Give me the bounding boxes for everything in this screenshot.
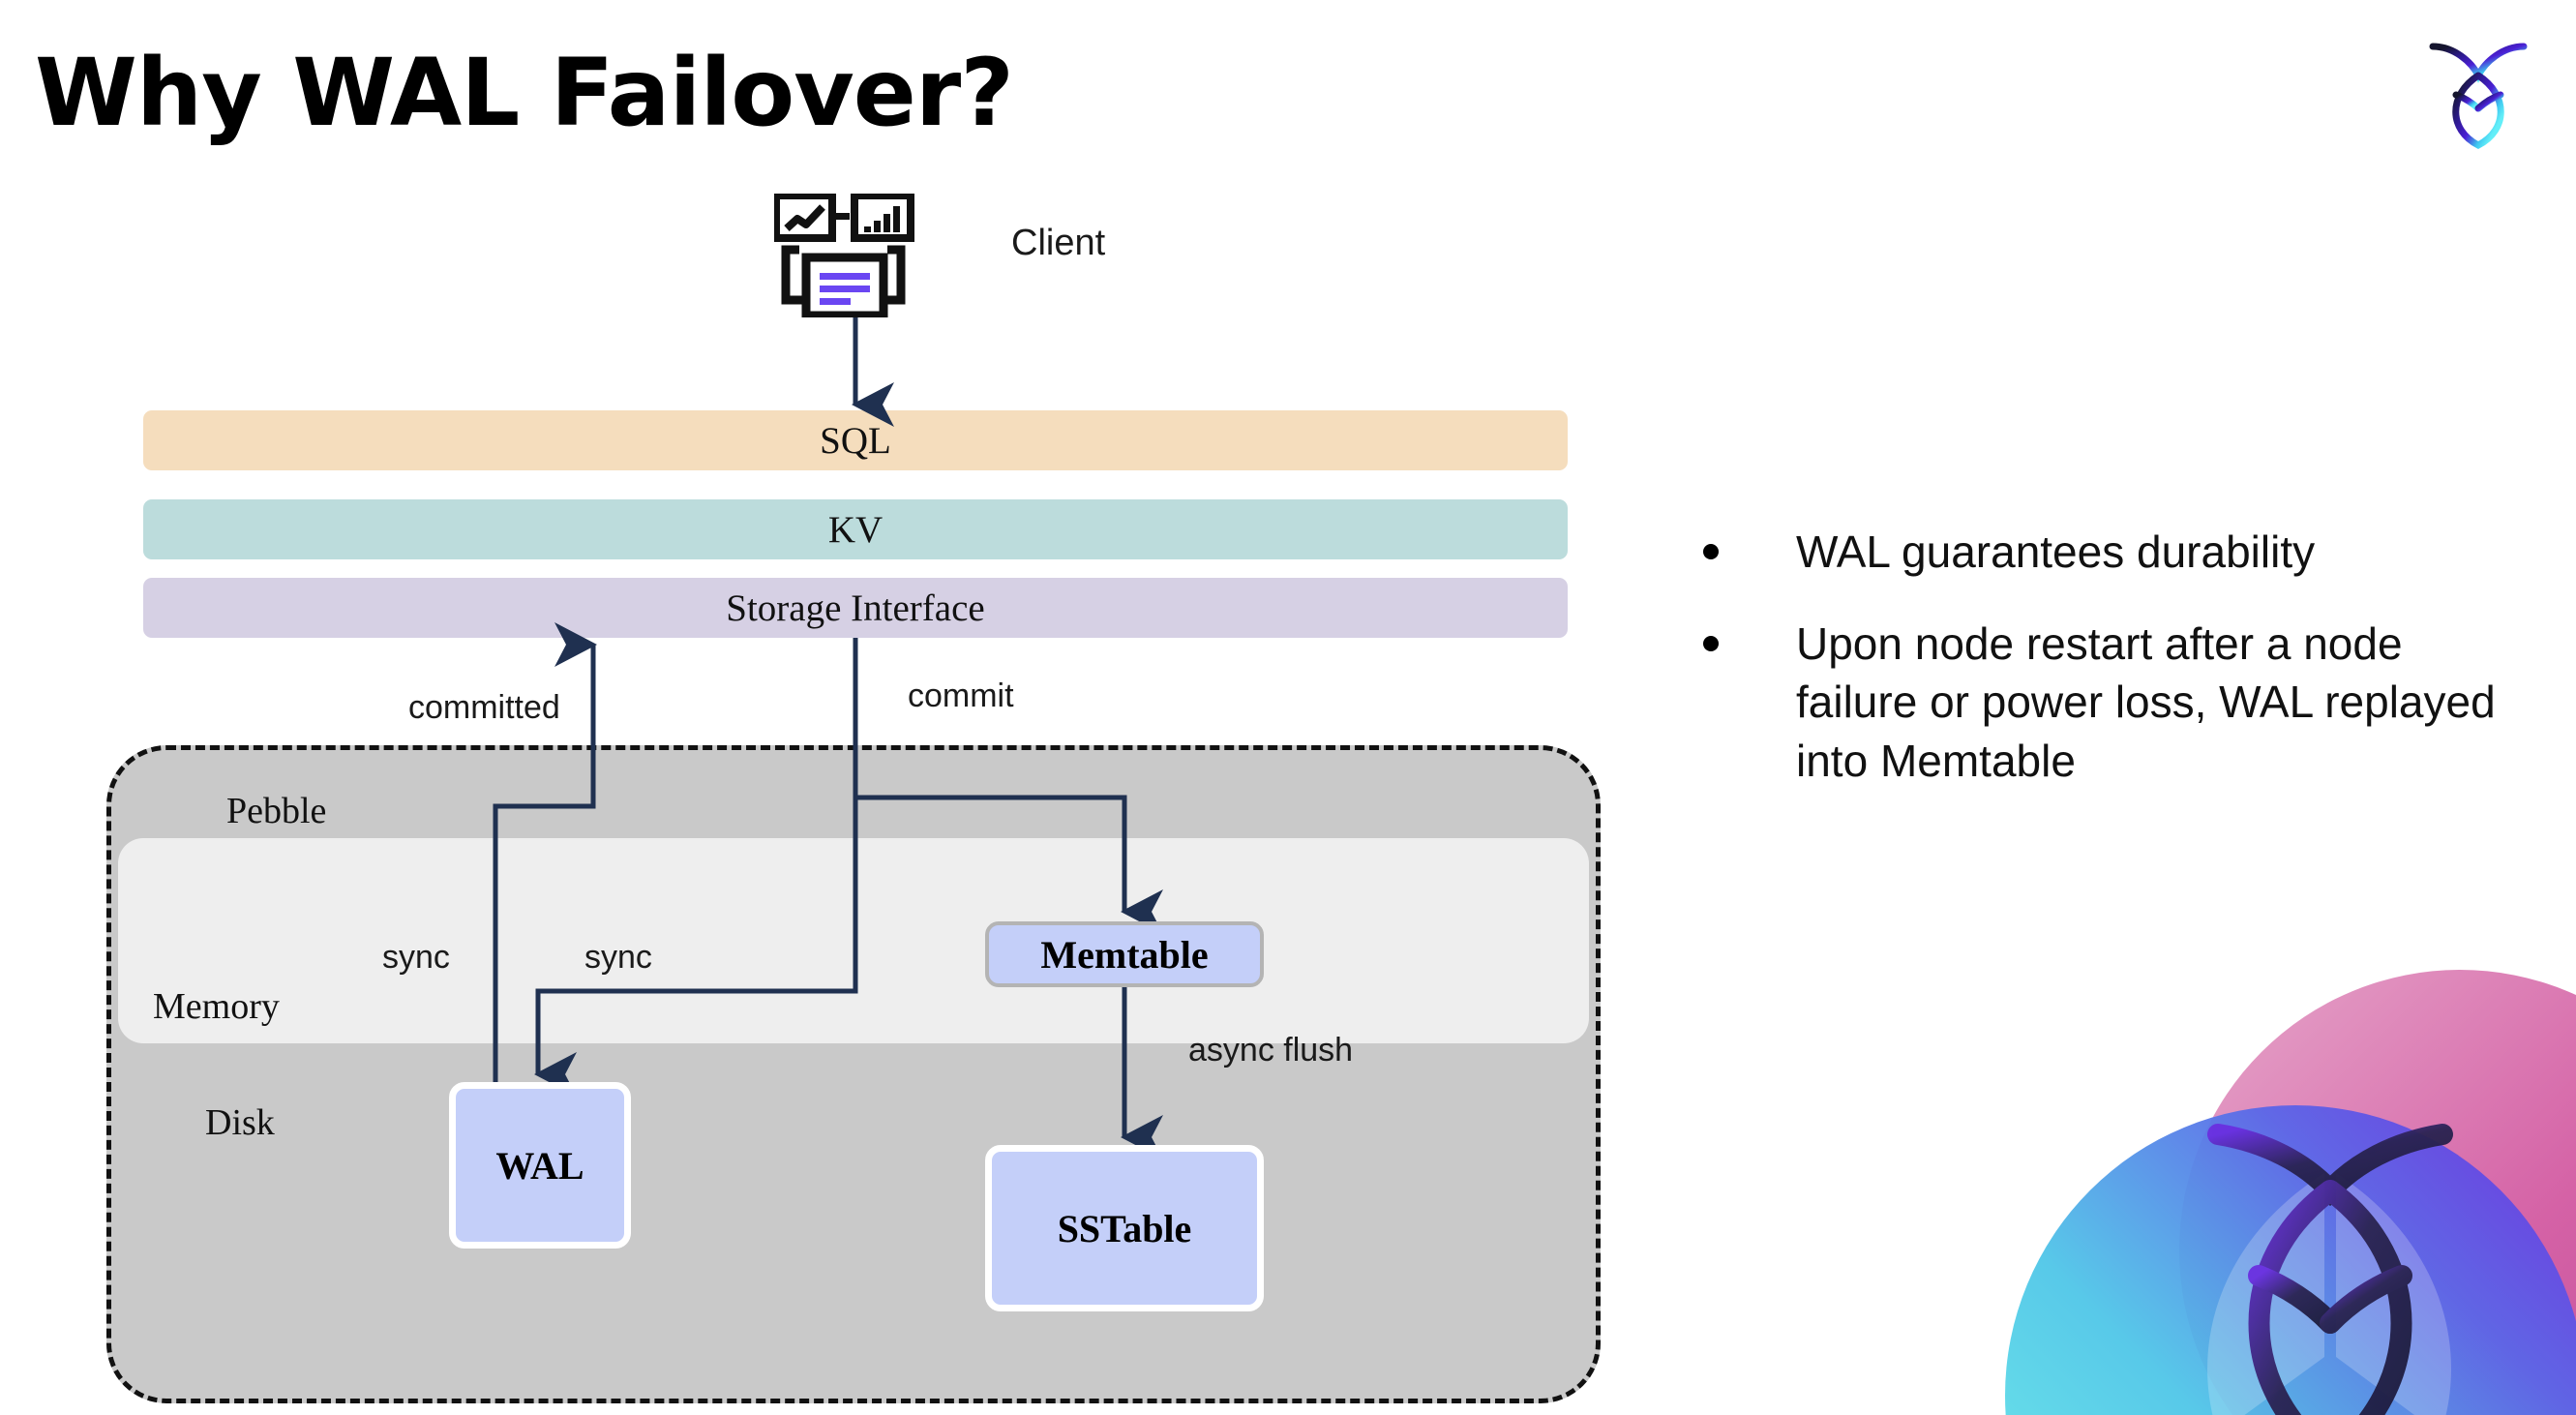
bullet-list: WAL guarantees durability Upon node rest… (1703, 523, 2526, 824)
layer-label-storage-interface: Storage Interface (726, 587, 985, 629)
memory-label: Memory (153, 986, 280, 1027)
list-item: Upon node restart after a node failure o… (1703, 615, 2526, 791)
bullet-dot-icon (1703, 544, 1719, 559)
node-sstable: SSTable (985, 1145, 1264, 1311)
list-item: WAL guarantees durability (1703, 523, 2526, 582)
node-label-sstable: SSTable (1057, 1206, 1192, 1250)
edge-label-committed: committed (408, 689, 560, 726)
layer-label-kv: KV (827, 508, 884, 551)
memory-zone (118, 838, 1589, 1043)
edge-label-sync-right: sync (584, 939, 652, 976)
decorative-brand-artwork (1976, 931, 2576, 1415)
node-memtable: Memtable (985, 921, 1264, 987)
client-label: Client (1011, 223, 1106, 263)
architecture-diagram: Client SQL KV Storage Interface Pebble M… (106, 192, 1601, 1403)
layer-bar-sql: SQL (143, 410, 1568, 470)
node-label-wal: WAL (495, 1143, 584, 1188)
layer-bar-kv: KV (143, 499, 1568, 559)
disk-label: Disk (205, 1102, 275, 1143)
layer-bar-storage-interface: Storage Interface (143, 578, 1568, 638)
edge-label-sync-left: sync (382, 939, 450, 976)
pebble-label: Pebble (226, 791, 327, 831)
edge-label-async-flush: async flush (1188, 1032, 1354, 1069)
bullet-text: WAL guarantees durability (1796, 527, 2316, 577)
cockroachdb-logo (2415, 25, 2541, 149)
page-title: Why WAL Failover? (35, 39, 1014, 147)
bullet-text: Upon node restart after a node failure o… (1796, 617, 2496, 787)
layer-label-sql: SQL (820, 419, 891, 462)
node-wal: WAL (449, 1082, 631, 1249)
edge-label-commit: commit (908, 677, 1014, 714)
client-dashboard-icon (772, 192, 924, 320)
bullet-dot-icon (1703, 635, 1719, 651)
node-label-memtable: Memtable (1040, 932, 1209, 977)
